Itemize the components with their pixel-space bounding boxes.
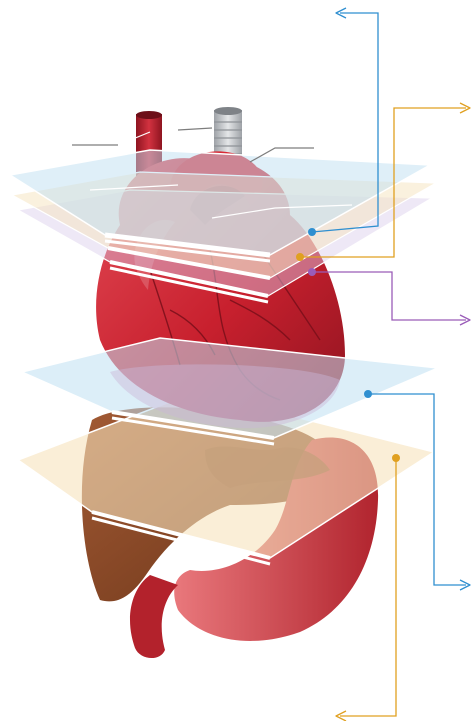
trachea-label-line	[178, 128, 212, 130]
callout-lower-blue	[364, 390, 470, 590]
trachea-opening	[214, 107, 242, 115]
aorta-opening	[136, 111, 162, 119]
duodenum	[130, 575, 178, 658]
